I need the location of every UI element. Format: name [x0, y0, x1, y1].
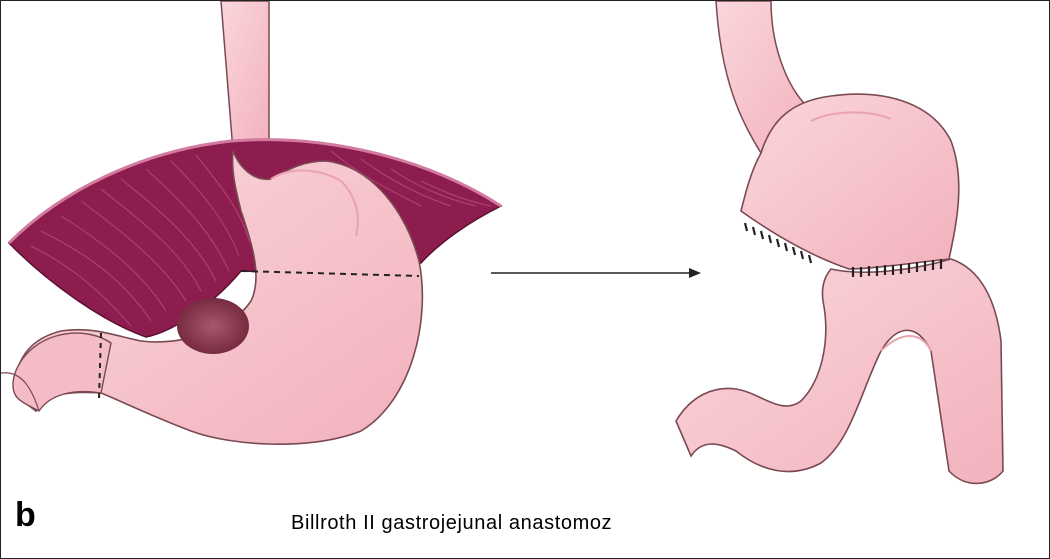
postoperative-stomach [676, 1, 1049, 558]
panel-letter: b [15, 498, 36, 532]
figure-caption: Billroth II gastrojejunal anastomoz [291, 513, 612, 533]
esophagus-left [221, 1, 269, 151]
jejunal-loop [676, 259, 1003, 483]
direction-arrow [491, 268, 701, 278]
duodenum-left [13, 333, 111, 411]
preoperative-stomach [1, 1, 501, 444]
lesser-sac-opening [177, 298, 249, 354]
